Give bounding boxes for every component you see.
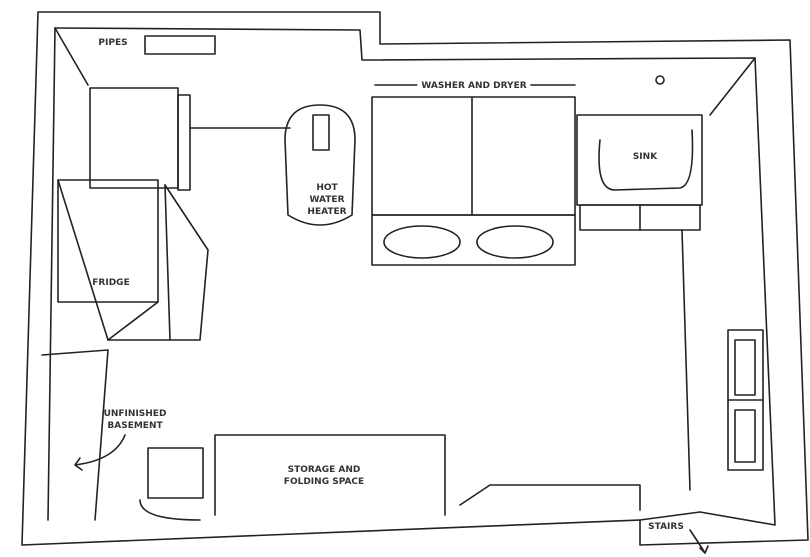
label-hot-water-heater: HOT WATER HEATER (307, 182, 346, 218)
label-fridge: FRIDGE (92, 278, 130, 288)
hot-water-heater (284, 104, 356, 226)
label-sink: SINK (632, 152, 658, 162)
inner-wall (54, 27, 776, 526)
washer-door (476, 225, 554, 259)
label-pipes: PIPES (98, 38, 128, 48)
washer-dryer (371, 96, 576, 216)
dryer-door (383, 225, 461, 259)
stairs (459, 484, 641, 511)
fridge (57, 179, 159, 303)
pipes (144, 35, 216, 55)
label-line: STORAGE AND (287, 465, 361, 475)
outer-wall (21, 11, 809, 546)
basement-arrow (74, 434, 126, 471)
chair (147, 447, 204, 499)
label-washer-dryer: WASHER AND DRYER (417, 80, 531, 92)
label-line: UNFINISHED (103, 409, 167, 419)
label-storage: STORAGE AND FOLDING SPACE (284, 464, 364, 488)
label-stairs: STAIRS (648, 522, 684, 532)
left-door (41, 349, 109, 521)
stairs-arrow (689, 529, 709, 554)
label-line: WATER (309, 195, 345, 205)
sink-basin (598, 129, 694, 191)
label-line: HEATER (307, 207, 347, 217)
storage-table (214, 434, 446, 516)
label-line: HOT (316, 183, 338, 193)
cabinet (89, 87, 179, 189)
label-line: FOLDING SPACE (283, 477, 365, 487)
label-unfinished-basement: UNFINISHED BASEMENT (104, 408, 167, 432)
label-line: BASEMENT (107, 421, 163, 431)
